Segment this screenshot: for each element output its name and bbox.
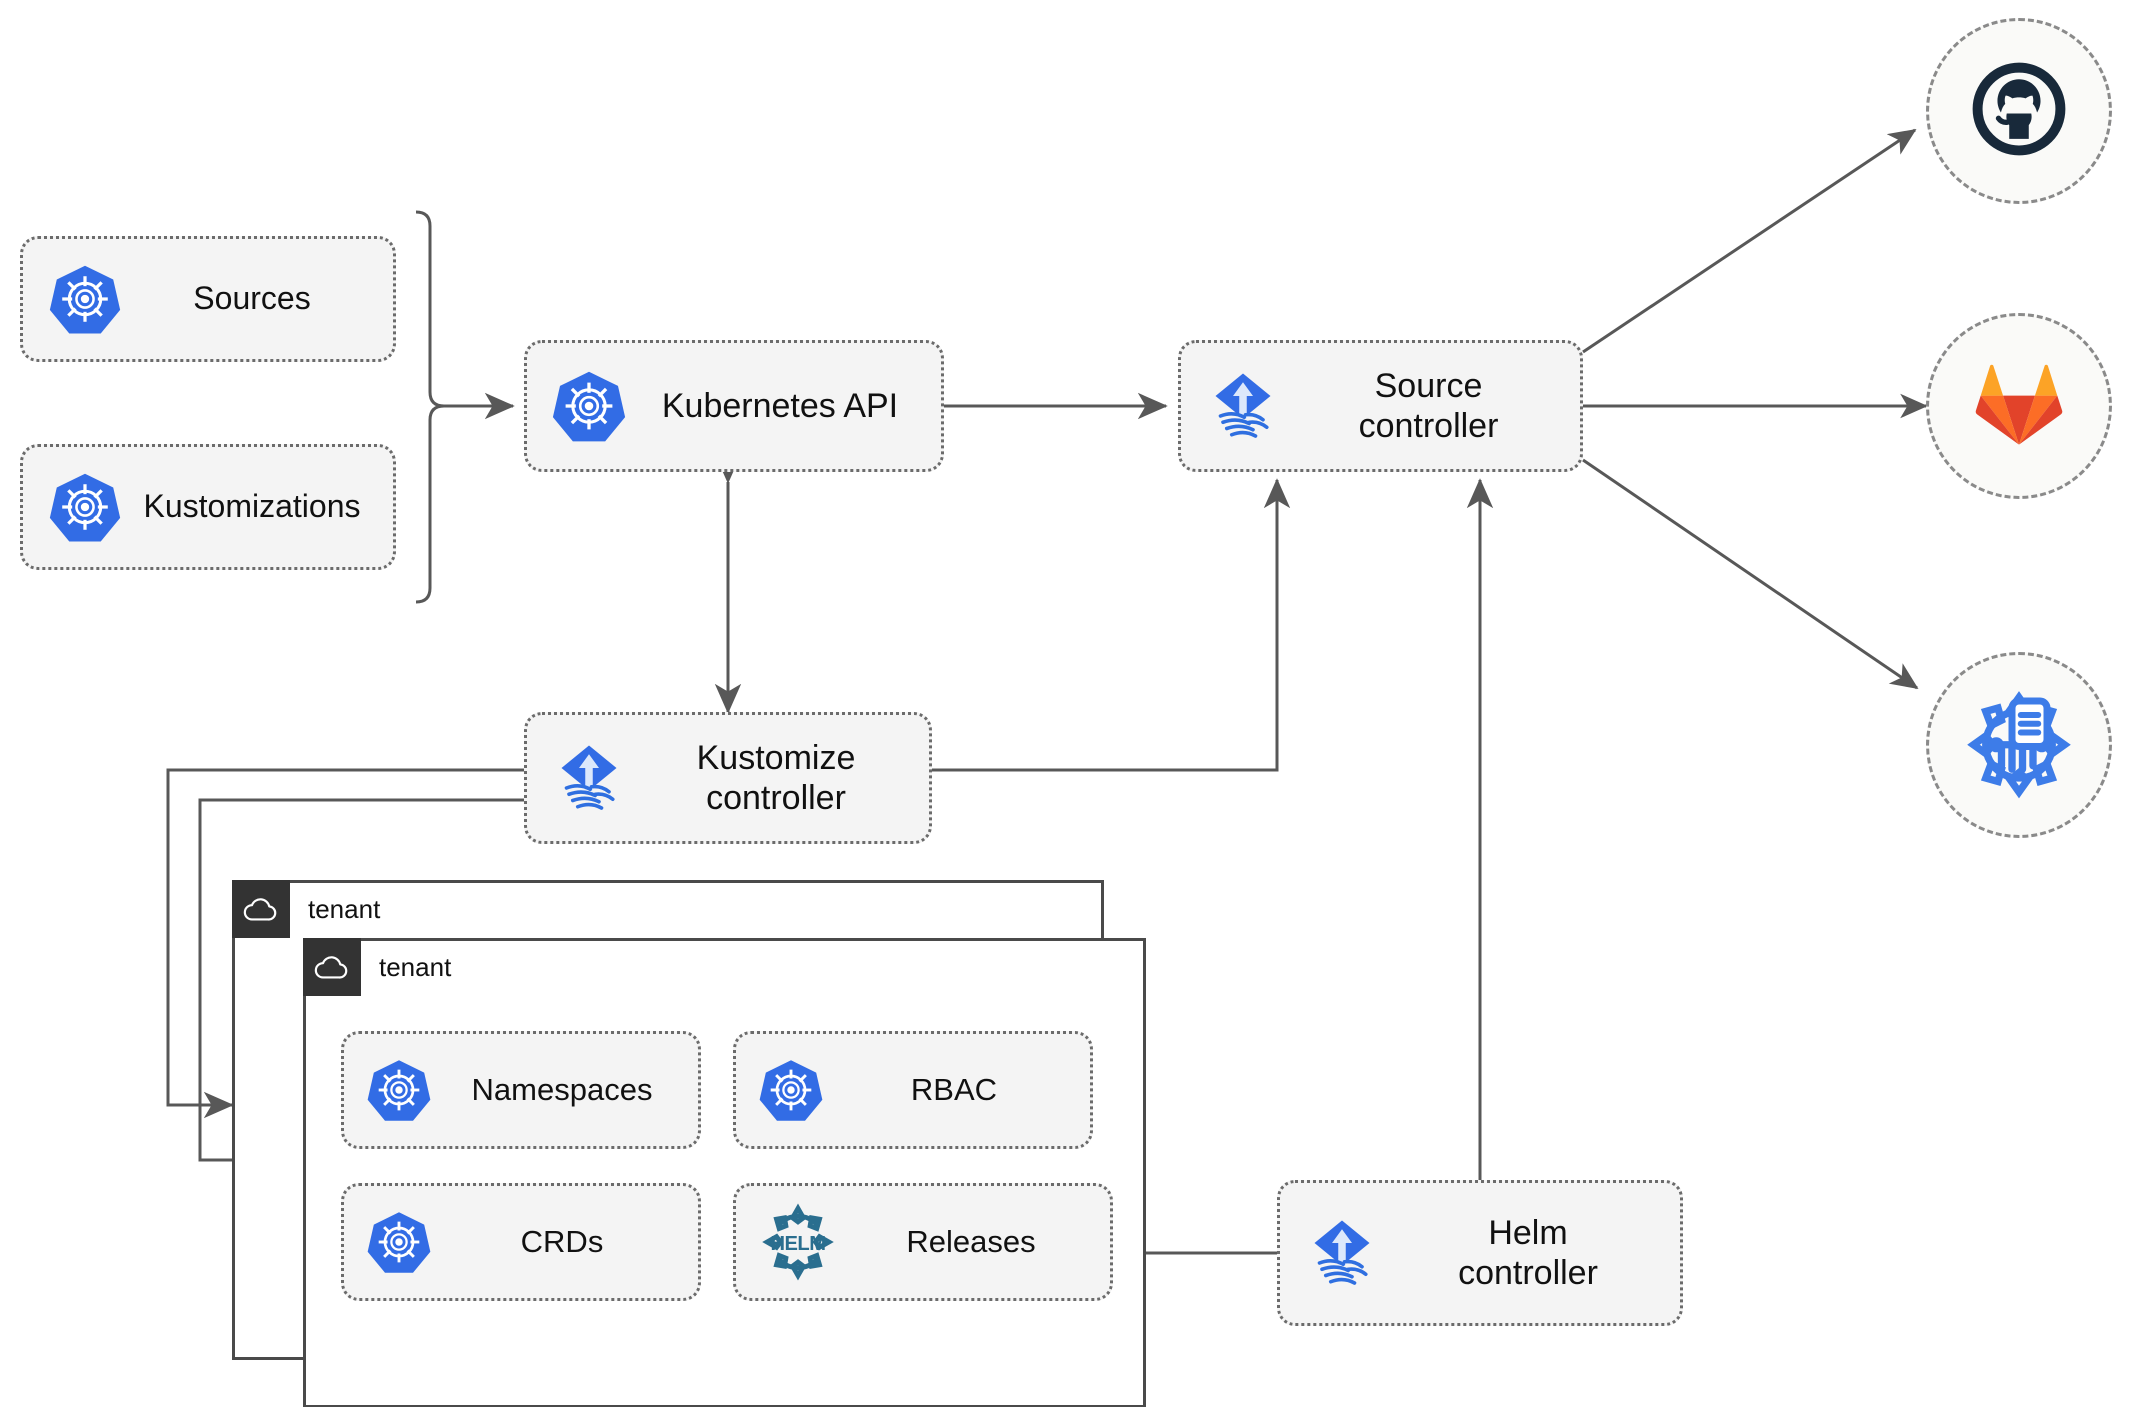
- flux-icon: [1195, 366, 1291, 446]
- kubernetes-icon: [543, 368, 635, 444]
- node-releases[interactable]: HELM Releases: [733, 1183, 1113, 1301]
- helm-registry-icon: [1963, 687, 2075, 804]
- node-source-controller[interactable]: Source controller: [1178, 340, 1583, 472]
- tenant-container-inner[interactable]: tenant: [303, 938, 1146, 1407]
- node-kustomize-controller-label: Kustomize controller: [696, 738, 856, 817]
- node-rbac[interactable]: RBAC: [733, 1031, 1093, 1149]
- node-kubernetes-api[interactable]: Kubernetes API: [524, 340, 944, 472]
- kubernetes-icon: [750, 1057, 832, 1123]
- node-source-controller-label: Source controller: [1358, 366, 1499, 445]
- node-namespaces-label: Namespaces: [471, 1071, 653, 1107]
- node-rbac-label: RBAC: [910, 1071, 998, 1107]
- node-kustomizations[interactable]: Kustomizations: [20, 444, 396, 570]
- flux-icon: [541, 738, 637, 818]
- kubernetes-icon: [41, 470, 129, 544]
- node-sources-label: Sources: [193, 280, 311, 317]
- tenant-header-outer: tenant: [232, 880, 380, 938]
- helm-icon: HELM: [750, 1199, 846, 1285]
- cloud-icon: [303, 938, 361, 996]
- flux-icon: [1294, 1213, 1390, 1293]
- gitlab-icon: [1969, 354, 2069, 459]
- node-kustomizations-label: Kustomizations: [143, 488, 361, 525]
- node-helm-controller[interactable]: Helm controller: [1277, 1180, 1683, 1326]
- node-namespaces[interactable]: Namespaces: [341, 1031, 701, 1149]
- provider-helm-registry[interactable]: [1926, 652, 2112, 838]
- kubernetes-icon: [41, 262, 129, 336]
- node-sources[interactable]: Sources: [20, 236, 396, 362]
- node-crds-label: CRDs: [520, 1223, 604, 1259]
- kubernetes-icon: [358, 1057, 440, 1123]
- github-icon: [1966, 56, 2072, 167]
- provider-gitlab[interactable]: [1926, 313, 2112, 499]
- node-releases-label: Releases: [906, 1223, 1036, 1259]
- node-kubernetes-api-label: Kubernetes API: [661, 386, 899, 425]
- tenant-header-inner: tenant: [303, 938, 451, 996]
- node-crds[interactable]: CRDs: [341, 1183, 701, 1301]
- tenant-label: tenant: [308, 893, 381, 924]
- provider-github[interactable]: [1926, 18, 2112, 204]
- svg-text:HELM: HELM: [771, 1233, 826, 1255]
- node-kustomize-controller[interactable]: Kustomize controller: [524, 712, 932, 844]
- tenant-label: tenant: [379, 951, 452, 982]
- kubernetes-icon: [358, 1209, 440, 1275]
- cloud-icon: [232, 880, 290, 938]
- node-helm-controller-label: Helm controller: [1458, 1213, 1598, 1292]
